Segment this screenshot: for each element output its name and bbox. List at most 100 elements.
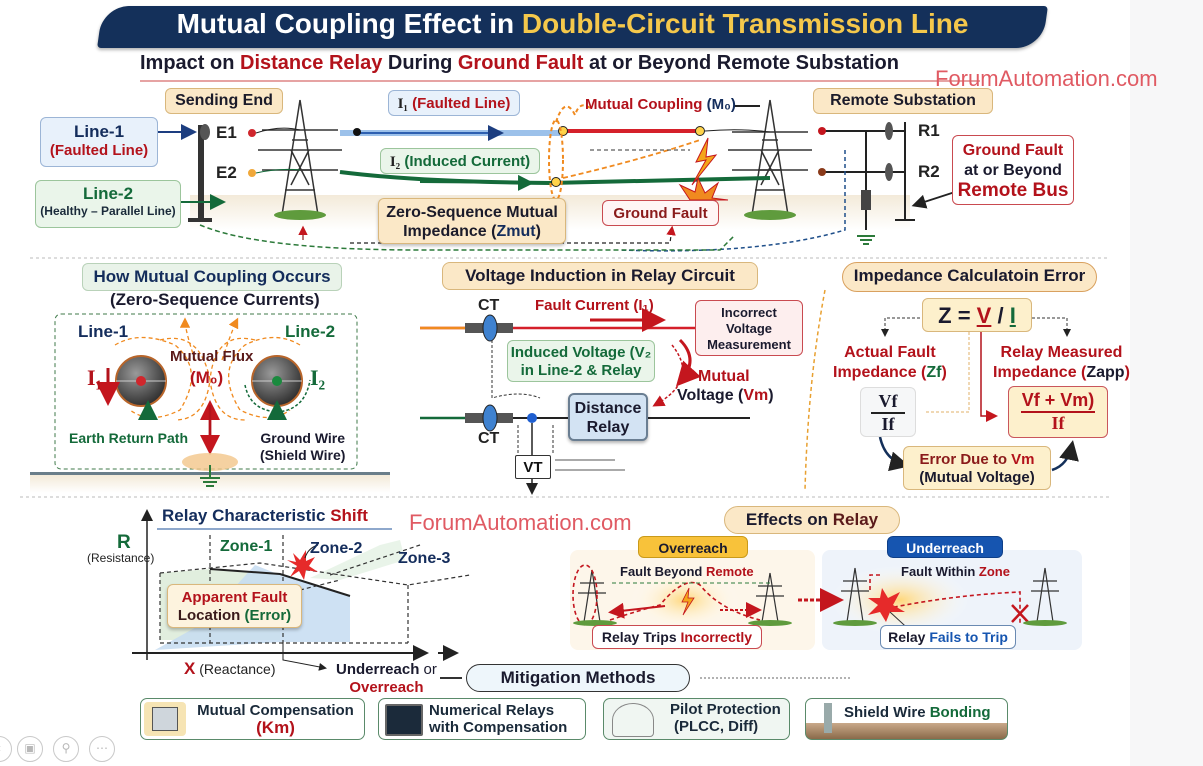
r-axis-label: R: [117, 532, 131, 553]
measured-denominator: If: [1051, 412, 1065, 433]
characteristic-header-b: Shift: [330, 506, 368, 525]
remote-note2: at or Beyond: [964, 162, 1062, 179]
remote-bus-note: Ground Fault at or Beyond Remote Bus: [952, 135, 1074, 205]
ground-symbol-remote: [857, 235, 875, 245]
zmut-symbol: Zmut: [496, 223, 536, 240]
zmut-line1: Zero-Sequence Mutual: [386, 204, 558, 221]
underreach-badge: Underreach: [887, 536, 1003, 558]
mitigation-shield-wire-bonding[interactable]: Shield Wire Bonding: [805, 698, 1008, 740]
mutual-flux-symbol: (M₀): [190, 368, 224, 387]
sending-end-label: Sending End: [165, 88, 283, 114]
mutual-voltage-label-top: Mutual: [698, 368, 750, 385]
mitigation-3-text: Pilot Protection(PLCC, Diff): [670, 701, 781, 735]
characteristic-header-a: Relay Characteristic: [162, 506, 331, 525]
error-line1a: Error Due to: [919, 451, 1012, 468]
remote-bus: [822, 122, 915, 230]
mutual-voltage-symbol: Vm: [743, 387, 769, 404]
distance-relay[interactable]: Distance Relay: [568, 393, 648, 441]
remote-substation-label: Remote Substation: [813, 88, 993, 114]
measured-impedance-label: Relay Measured Impedance (Zapp): [993, 343, 1130, 383]
mitigation-1-line1: Mutual Compensation: [197, 702, 354, 719]
coupling-line1-label: Line-1: [78, 322, 129, 341]
ground-symbol-coupling: [200, 465, 220, 487]
ct-top-label: CT: [478, 297, 500, 314]
remote-note3: Remote Bus: [957, 180, 1069, 201]
i2-symbol: I₂: [389, 154, 401, 170]
mitigation-pilot-protection[interactable]: Pilot Protection(PLCC, Diff): [603, 698, 790, 740]
remote-note1: Ground Fault: [962, 142, 1064, 159]
mitigation-4-line1b: Bonding: [929, 704, 991, 721]
overreach-badge: Overreach: [638, 536, 748, 558]
mutual-flux-label: Mutual Flux: [170, 348, 254, 365]
e1-label: E1: [216, 123, 237, 142]
e1-node: [248, 129, 256, 137]
mitigation-2-line1: Numerical Relays: [429, 702, 555, 719]
incorrect-line3: Measurement: [707, 337, 791, 352]
mitigation-header: Mitigation Methods: [466, 664, 690, 692]
mitigation-1-line2: (Km): [256, 718, 295, 737]
zmut-line2c: ): [535, 223, 541, 240]
error-line2: (Mutual Voltage): [919, 469, 1035, 486]
r-axis-sublabel: (Resistance): [87, 551, 155, 565]
ground-wire-line2: (Shield Wire): [260, 447, 346, 463]
error-arrow-left: [878, 436, 910, 472]
compensation-device-icon: [144, 702, 186, 736]
mitigation-mutual-compensation[interactable]: Mutual Compensation(Km): [140, 698, 365, 740]
mutual-coupling-text: Mutual Coupling: [585, 96, 703, 113]
measured-fraction-box: Vf + Vm) If: [1008, 386, 1108, 438]
earth-return-path: [199, 224, 736, 251]
mutual-voltage-label: Voltage (Vm): [677, 387, 774, 405]
fault-burst-underreach-icon: [868, 588, 905, 622]
line1-sub: (Faulted Line): [49, 142, 149, 159]
effects-header-a: Effects on: [745, 510, 833, 529]
fault-star-icon: [287, 550, 318, 580]
effects-header-b: Relay: [832, 510, 879, 529]
reach-overreach: Overreach: [349, 679, 424, 696]
incorrect-line1: Incorrect: [721, 305, 777, 320]
i2-label-box: I₂ (Induced Current): [380, 148, 540, 174]
fraction-bar: [1021, 411, 1095, 413]
zmut-box: Zero-Sequence Mutual Impedance (Zmut): [378, 198, 566, 244]
mitigation-3-line2: (PLCC, Diff): [674, 718, 759, 735]
r1-label: R1: [918, 121, 940, 140]
under-desc-b: Zone: [978, 564, 1010, 579]
subtitle-underline: [140, 80, 980, 82]
i1-symbol: I₁: [397, 96, 408, 112]
ground-wire-label: Ground Wire (Shield Wire): [260, 430, 345, 464]
gallery-icon[interactable]: ▣: [17, 736, 43, 762]
zmut-line2: Impedance (Zmut): [379, 222, 565, 241]
ct-bottom: [465, 404, 513, 432]
actual-line2a: Impedance (: [833, 364, 927, 381]
title-part1: Mutual Coupling Effect in: [176, 8, 522, 39]
mitigation-2-line2: with Compensation: [429, 719, 568, 736]
zoom-icon[interactable]: ⚲: [53, 736, 79, 762]
actual-impedance-label: Actual Fault Impedance (Zf): [833, 343, 947, 383]
fraction-bar: [871, 412, 905, 414]
incorrect-line2: Voltage: [726, 321, 772, 336]
more-icon[interactable]: ⋯: [89, 736, 115, 762]
apparent-line2a: Location: [177, 607, 245, 624]
grass-left: [274, 210, 326, 220]
actual-line1: Actual Fault: [844, 344, 936, 361]
relay-line2: Relay: [586, 419, 630, 436]
e2-node: [248, 169, 256, 177]
induced-line1: Induced Voltage (V₂: [510, 344, 652, 361]
subtitle-s3: During: [382, 52, 458, 74]
reach-label: Underreach or Overreach: [336, 661, 437, 697]
mitigation-4-text: Shield Wire Bonding: [844, 704, 991, 721]
error-symbol: Vm: [1011, 451, 1035, 468]
mitigation-3-line1: Pilot Protection: [670, 701, 781, 718]
measured-numerator: Vf + Vm): [1021, 390, 1095, 410]
over-result-a: Relay Trips: [601, 629, 681, 645]
over-desc-a: Fault Beyond: [620, 564, 706, 579]
actual-symbol: Zf: [926, 364, 942, 381]
ct-bottom-label: CT: [478, 430, 500, 447]
pilot-protection-icon: [612, 703, 654, 737]
characteristic-boundary: [209, 568, 351, 597]
e2-label: E2: [216, 163, 237, 182]
line1-label-box: Line-1 (Faulted Line): [40, 117, 158, 167]
line1-label: Line-1: [73, 122, 125, 141]
